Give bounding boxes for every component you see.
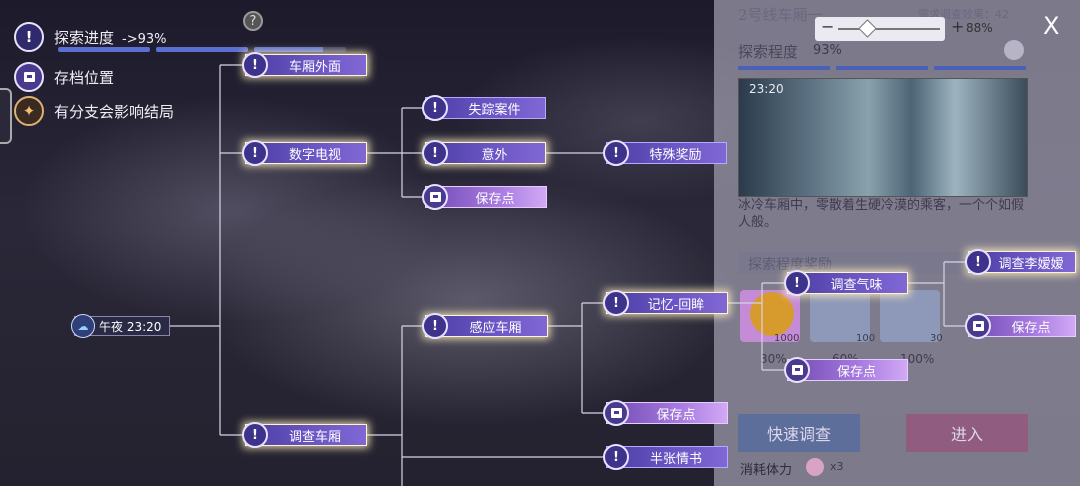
zoom-value: 88%	[966, 21, 993, 35]
node-memory-recall[interactable]: ! 记忆-回眸	[603, 290, 728, 316]
carriage-photo: 23:20	[738, 78, 1028, 197]
panel-explore-label: 探索程度	[738, 43, 799, 61]
unknown-node-icon[interactable]: ?	[243, 11, 263, 31]
explore-progress-seg	[254, 47, 346, 52]
coin-icon	[750, 292, 794, 336]
reward-count: 30	[930, 333, 943, 344]
cloud-moon-icon: ☁	[71, 314, 95, 338]
node-digital-tv[interactable]: ! 数字电视	[242, 140, 367, 166]
reward-crystal[interactable]	[880, 290, 940, 342]
node-save-point[interactable]: 保存点	[784, 357, 908, 383]
alert-icon: !	[14, 22, 44, 52]
zoom-track	[838, 28, 940, 30]
node-sense-carriage[interactable]: ! 感应车厢	[422, 313, 548, 339]
panel-explore-value: 93%	[813, 43, 842, 58]
close-icon[interactable]: X	[1043, 12, 1060, 40]
explore-progress-seg	[156, 47, 248, 52]
alert-icon: !	[242, 140, 268, 166]
node-save-point[interactable]: 保存点	[965, 313, 1076, 339]
legend-save-label: 存档位置	[54, 68, 115, 87]
alert-icon: !	[603, 444, 629, 470]
save-icon	[603, 400, 629, 426]
alert-icon: !	[422, 313, 448, 339]
photo-time: 23:20	[749, 82, 784, 96]
explore-progress-seg	[58, 47, 150, 52]
reward-header-bar	[738, 252, 1026, 274]
save-icon	[784, 357, 810, 383]
legend-branch: ✦ 有分支会影响结局	[14, 96, 174, 126]
node-save-point[interactable]: 保存点	[422, 184, 547, 210]
reward-crystal[interactable]	[810, 290, 870, 342]
legend-branch-label: 有分支会影响结局	[54, 102, 175, 121]
stamina-value: x3	[830, 460, 844, 473]
node-investigate-li[interactable]: ! 调查李嫒嫒	[965, 249, 1076, 275]
reward-pct: 100%	[900, 352, 935, 366]
save-icon	[965, 313, 991, 339]
node-accident[interactable]: ! 意外	[422, 140, 546, 166]
reward-header: 探索程度奖励	[748, 257, 832, 273]
reward-pct: 30%	[760, 352, 787, 366]
heart-icon	[806, 458, 824, 476]
time-label: 午夜 23:20	[99, 319, 162, 334]
node-missing-case[interactable]: ! 失踪案件	[422, 95, 546, 121]
alert-icon: !	[603, 140, 629, 166]
panel-progress-seg	[836, 66, 928, 70]
panel-description: 冰冷车厢中，零散着生硬冷漠的乘客，一个个如假人般。	[738, 198, 1025, 230]
panel-title: 2号线车厢一	[738, 6, 823, 24]
zoom-in-button[interactable]: +	[951, 17, 965, 36]
node-carriage-exterior[interactable]: ! 车厢外面	[242, 52, 367, 78]
quick-investigate-button[interactable]: 快速调查	[738, 414, 860, 452]
legend-explore: ! 探索进度->93%	[14, 22, 167, 52]
side-tab[interactable]	[0, 88, 12, 144]
enter-button[interactable]: 进入	[906, 414, 1028, 452]
node-investigate-smell[interactable]: ! 调查气味	[784, 270, 908, 296]
reward-count: 1000	[774, 333, 800, 344]
alert-icon: !	[422, 140, 448, 166]
alert-icon: !	[603, 290, 629, 316]
zoom-out-button[interactable]: −	[821, 17, 835, 36]
panel-progress-seg	[738, 66, 830, 70]
save-icon	[422, 184, 448, 210]
alert-icon: !	[784, 270, 810, 296]
stamina-label: 消耗体力	[740, 463, 793, 478]
panel-progress-seg	[934, 66, 1026, 70]
reward-count: 100	[856, 333, 876, 344]
legend-save: 存档位置	[14, 62, 114, 92]
branch-icon: ✦	[14, 96, 44, 126]
alert-icon: !	[422, 95, 448, 121]
node-half-letter[interactable]: ! 半张情书	[603, 444, 728, 470]
save-icon	[14, 62, 44, 92]
filter-icon[interactable]	[1004, 40, 1024, 60]
node-special-reward[interactable]: ! 特殊奖励	[603, 140, 727, 166]
time-node[interactable]: ☁ 午夜 23:20	[71, 314, 170, 338]
alert-icon: !	[242, 52, 268, 78]
node-investigate-carriage[interactable]: ! 调查车厢	[242, 422, 367, 448]
node-save-point[interactable]: 保存点	[603, 400, 728, 426]
alert-icon: !	[242, 422, 268, 448]
legend-explore-label: 探索进度->93%	[54, 28, 167, 47]
alert-icon: !	[965, 249, 991, 275]
